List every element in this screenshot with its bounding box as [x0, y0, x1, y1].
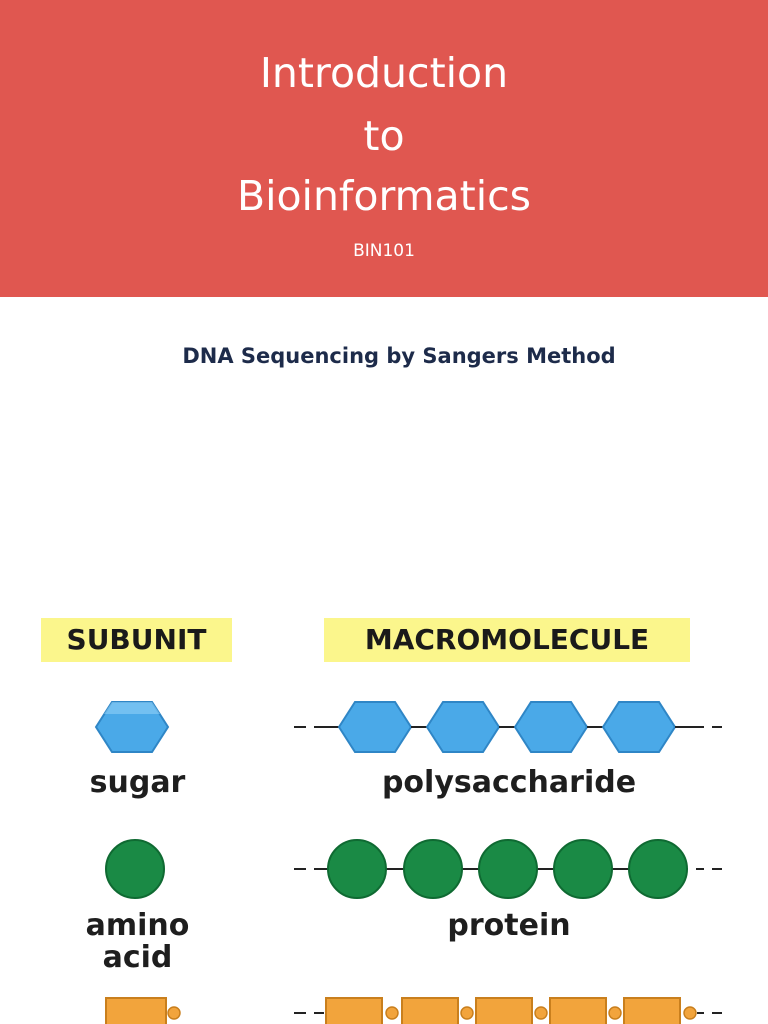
- macromolecule-header: MACROMOLECULE: [324, 618, 690, 662]
- slide-subtitle: DNA Sequencing by Sangers Method: [182, 344, 616, 368]
- title-banner: Introduction to Bioinformatics BIN101: [0, 0, 768, 297]
- slide-title-line-3: Bioinformatics: [236, 172, 532, 220]
- sugar-subunit-hexagon-icon: [94, 701, 170, 753]
- slide-title-line-2: to: [363, 112, 405, 160]
- acid-label: acid: [102, 940, 173, 975]
- nucleotide-subunit-rectangle-icon: [105, 997, 181, 1024]
- slide-title-line-1: Introduction: [259, 49, 509, 97]
- polysaccharide-label: polysaccharide: [381, 765, 637, 800]
- amino-label: amino: [85, 908, 190, 943]
- course-code: BIN101: [353, 241, 415, 261]
- protein-label: protein: [447, 908, 571, 943]
- polysaccharide-chain: [294, 701, 722, 753]
- nucleic-acid-chain: [294, 997, 722, 1024]
- amino-acid-subunit-circle-icon: [105, 839, 165, 899]
- sugar-label: sugar: [89, 765, 186, 800]
- subunit-header: SUBUNIT: [41, 618, 232, 662]
- protein-chain: [294, 839, 722, 899]
